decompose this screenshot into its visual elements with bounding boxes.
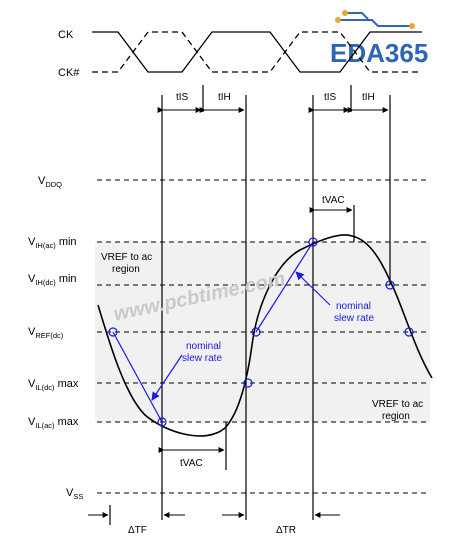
ck-n-waveform <box>92 31 422 73</box>
eda365-logo: EDA365 <box>330 10 428 68</box>
vil-dc-label: VIL(dc) max <box>28 378 79 392</box>
vref-region-left <box>95 242 430 332</box>
region-right-line1: VREF to ac <box>372 399 423 410</box>
vih-ac-label: VIH(ac) min <box>28 236 77 250</box>
tvac-label-low: tVAC <box>180 458 203 469</box>
tih-label-right: tIH <box>362 92 375 103</box>
region-right-line2: region <box>382 411 410 422</box>
slew-arrow-left <box>151 354 183 401</box>
nominal-left-line1: nominal <box>186 341 221 352</box>
ck-n-label: CK# <box>58 67 80 79</box>
input-waveform <box>97 234 433 437</box>
vddq-label: VDDQ <box>38 175 62 189</box>
vih-dc-label: VIH(dc) min <box>28 273 77 287</box>
region-left-line1: VREF to ac <box>101 252 152 263</box>
slew-line-rising <box>255 241 314 333</box>
marker-vilac-fall <box>157 417 167 427</box>
nominal-left-line2: slew rate <box>182 353 222 364</box>
marker-vihac-rise <box>308 237 318 247</box>
marker-vref-fall <box>108 327 118 337</box>
tih-label-left: tIH <box>218 92 231 103</box>
tvac-label-high: tVAC <box>322 195 345 206</box>
marker-vref-rise <box>251 327 261 337</box>
nominal-right-line1: nominal <box>336 301 371 312</box>
logo-text: EDA365 <box>330 38 428 68</box>
marker-vildc-rise <box>243 378 253 388</box>
region-left-line2: region <box>112 264 140 275</box>
ck-label: CK <box>58 29 74 41</box>
tis-label-left: tIS <box>176 92 189 103</box>
level-labels: VDDQ VIH(ac) min VIH(dc) min VREF(dc) VI… <box>28 175 83 501</box>
vss-label: VSS <box>66 487 83 501</box>
marker-vihdc-fall <box>385 280 395 290</box>
marker-vref-fall-right <box>404 327 414 337</box>
nominal-right-line2: slew rate <box>334 313 374 324</box>
delta-tf-label: ΔTF <box>128 525 147 536</box>
slew-line-falling <box>112 331 163 423</box>
vref-label: VREF(dc) <box>28 326 64 340</box>
vref-region-right <box>95 332 430 422</box>
slew-arrow-right <box>295 271 331 306</box>
tis-label-right: tIS <box>324 92 337 103</box>
vil-ac-label: VIL(ac) max <box>28 416 79 430</box>
delta-tr-label: ΔTR <box>276 525 296 536</box>
